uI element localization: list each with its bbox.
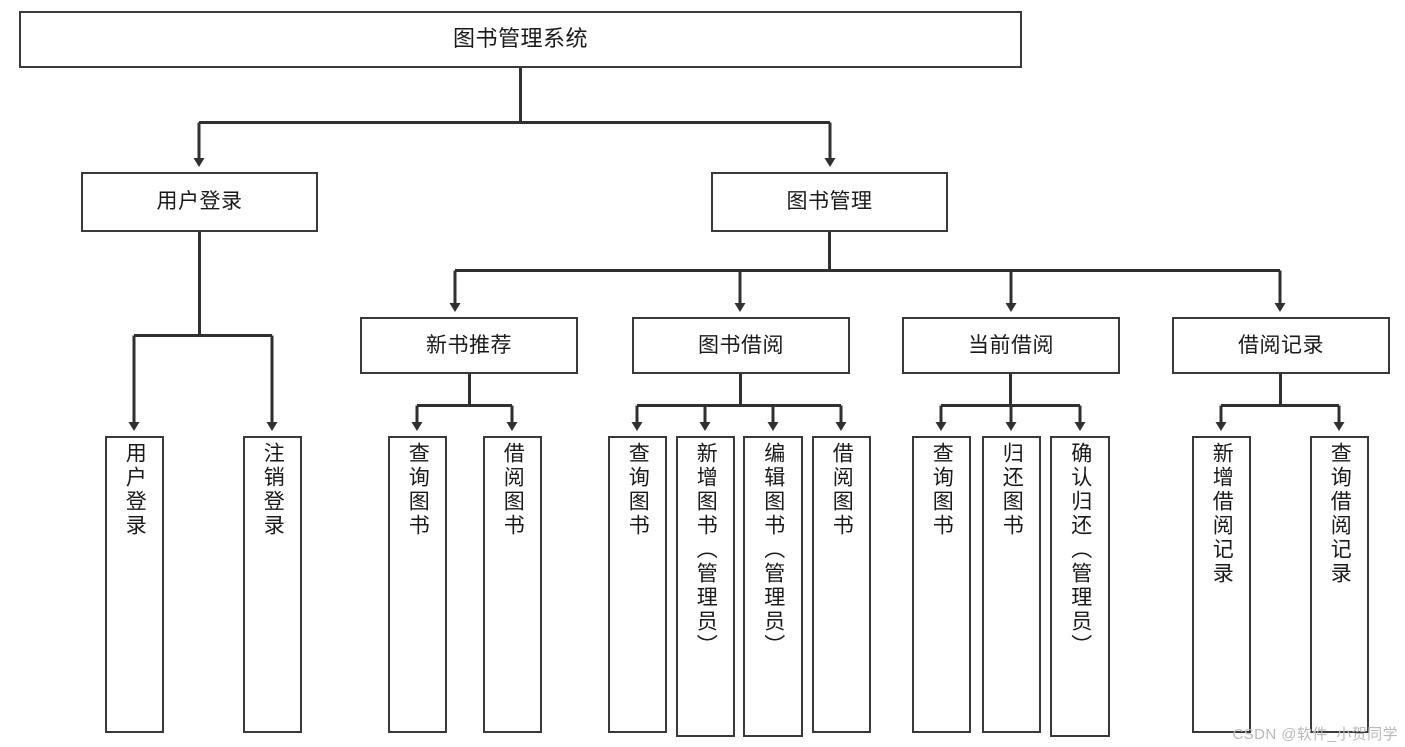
- node-book-manage-label: 图书管理: [786, 190, 873, 214]
- node-borrow-record-label: 借阅记录: [1238, 333, 1324, 357]
- node-leaf-borrow-book-1[interactable]: 借阅图书: [483, 436, 542, 733]
- node-user-login[interactable]: 用户登录: [81, 172, 318, 232]
- node-user-login-label: 用户登录: [156, 190, 243, 214]
- node-leaf-query-book-1[interactable]: 查询图书: [388, 436, 447, 733]
- node-leaf-return-book[interactable]: 归还图书: [982, 436, 1041, 733]
- node-leaf-query-book-3-label: 查询图书: [930, 442, 954, 538]
- node-new-book-recommend-label: 新书推荐: [426, 333, 512, 357]
- node-leaf-user-logout-label: 注销登录: [261, 442, 285, 538]
- node-leaf-query-book-2-label: 查询图书: [626, 442, 650, 538]
- node-leaf-edit-book-label: 编辑图书（管理员）: [761, 442, 785, 658]
- node-leaf-query-book-2[interactable]: 查询图书: [608, 436, 667, 733]
- node-borrow-record[interactable]: 借阅记录: [1172, 317, 1390, 374]
- node-leaf-borrow-book-1-label: 借阅图书: [501, 442, 525, 538]
- node-root-label: 图书管理系统: [452, 26, 588, 52]
- node-leaf-query-book-3[interactable]: 查询图书: [912, 436, 971, 733]
- node-current-borrow[interactable]: 当前借阅: [902, 317, 1120, 374]
- node-leaf-user-login-label: 用户登录: [123, 442, 147, 538]
- node-leaf-add-record-label: 新增借阅记录: [1210, 442, 1234, 586]
- node-book-manage[interactable]: 图书管理: [711, 172, 948, 232]
- node-leaf-query-book-1-label: 查询图书: [406, 442, 430, 538]
- node-current-borrow-label: 当前借阅: [968, 333, 1054, 357]
- node-new-book-recommend[interactable]: 新书推荐: [360, 317, 578, 374]
- node-book-borrow[interactable]: 图书借阅: [632, 317, 850, 374]
- node-leaf-add-record[interactable]: 新增借阅记录: [1192, 436, 1251, 733]
- node-root[interactable]: 图书管理系统: [19, 11, 1022, 68]
- node-book-borrow-label: 图书借阅: [698, 333, 784, 357]
- node-leaf-edit-book[interactable]: 编辑图书（管理员）: [743, 436, 803, 737]
- node-leaf-borrow-book-2-label: 借阅图书: [830, 442, 854, 538]
- node-leaf-add-book[interactable]: 新增图书（管理员）: [676, 436, 735, 737]
- node-leaf-query-record-label: 查询借阅记录: [1328, 442, 1352, 586]
- node-leaf-query-record[interactable]: 查询借阅记录: [1310, 436, 1369, 733]
- node-leaf-user-login[interactable]: 用户登录: [105, 436, 164, 733]
- node-leaf-return-book-label: 归还图书: [1000, 442, 1024, 538]
- node-leaf-borrow-book-2[interactable]: 借阅图书: [812, 436, 871, 733]
- node-leaf-user-logout[interactable]: 注销登录: [243, 436, 302, 733]
- node-leaf-confirm-return-label: 确认归还（管理员）: [1068, 442, 1092, 658]
- node-leaf-add-book-label: 新增图书（管理员）: [694, 442, 718, 658]
- watermark: CSDN @软件_小贺同学: [1232, 726, 1398, 743]
- node-leaf-confirm-return[interactable]: 确认归还（管理员）: [1050, 436, 1110, 737]
